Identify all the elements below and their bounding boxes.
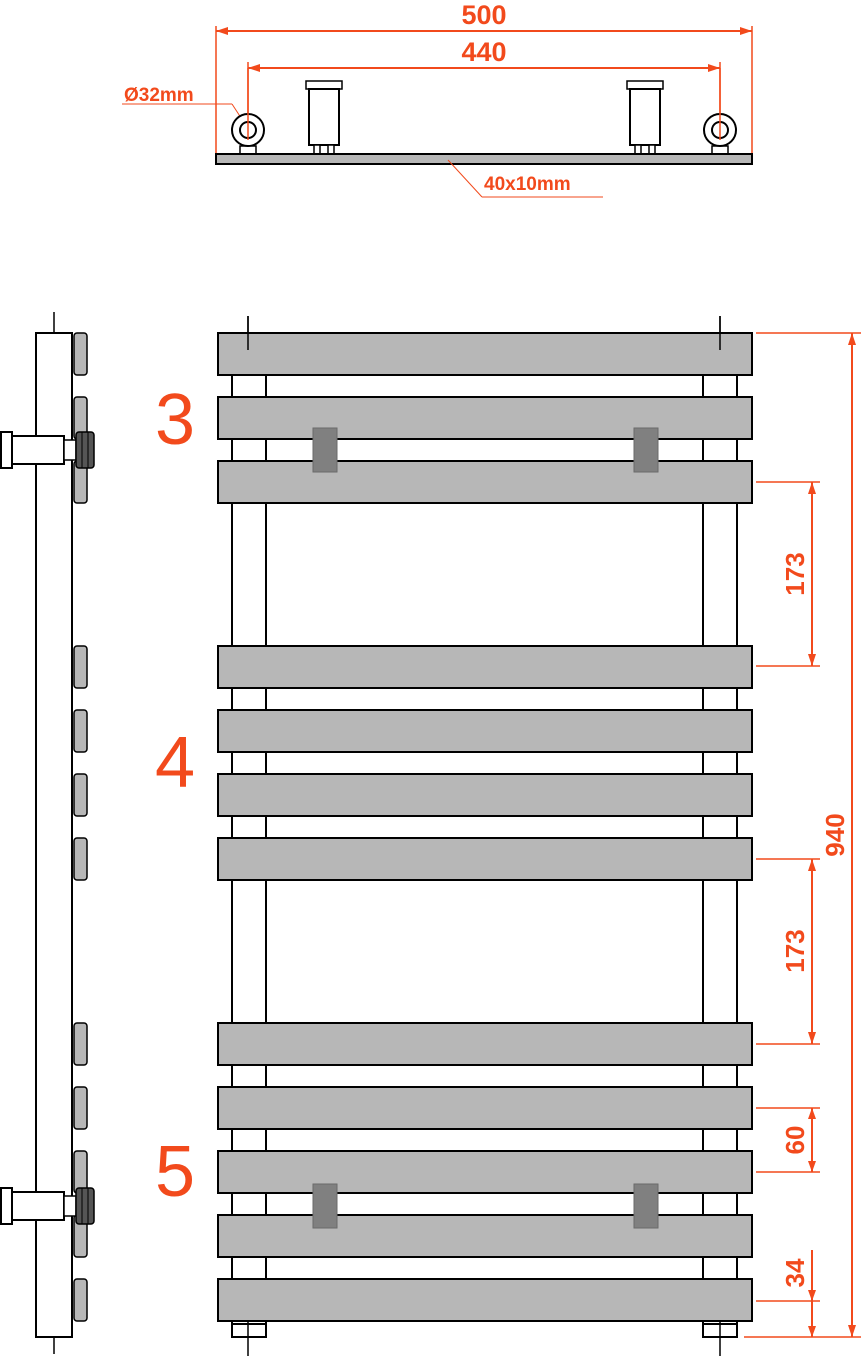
gap-lower-label: 173 bbox=[780, 929, 810, 972]
gap-upper-label: 173 bbox=[780, 552, 810, 595]
flat-bar-6 bbox=[217, 773, 753, 817]
top-view: 500 440 Ø32mm bbox=[122, 0, 753, 198]
height-label: 940 bbox=[820, 813, 850, 856]
left-pipe-section bbox=[231, 68, 265, 156]
side-bar-profile-5 bbox=[73, 709, 88, 753]
pipe-diameter-label: Ø32mm bbox=[124, 85, 194, 106]
side-wall-bracket-lower bbox=[0, 1187, 95, 1225]
right-wall-bracket-top bbox=[626, 80, 664, 156]
flat-bar-9 bbox=[217, 1086, 753, 1130]
flat-bar-7 bbox=[217, 837, 753, 881]
front-view-dimensions bbox=[744, 332, 861, 1338]
pipe-diameter-callout: Ø32mm bbox=[122, 85, 248, 128]
bar-profile-callout: 40x10mm bbox=[447, 159, 603, 198]
side-bar-profile-12 bbox=[73, 1278, 88, 1322]
flat-bar-5 bbox=[217, 709, 753, 753]
bar-pitch-label: 60 bbox=[780, 1126, 810, 1155]
side-bar-profiles bbox=[73, 332, 88, 1322]
dimension-overall-width: 500 bbox=[215, 0, 753, 155]
flat-bar-1 bbox=[217, 332, 753, 376]
side-bar-profile-8 bbox=[73, 1022, 88, 1066]
front-view: 3 4 5 bbox=[155, 316, 753, 1356]
wall-bracket-upper-left bbox=[312, 427, 338, 473]
pipe-centers-label: 440 bbox=[461, 37, 506, 67]
flat-bar-12 bbox=[217, 1278, 753, 1322]
flat-bar-4 bbox=[217, 645, 753, 689]
side-bar-profile-4 bbox=[73, 645, 88, 689]
front-view-dimension-labels: 940 173 173 60 34 bbox=[780, 552, 850, 1287]
overall-width-label: 500 bbox=[461, 0, 506, 30]
group-number-4: 4 bbox=[155, 723, 195, 803]
side-bar-profile-10 bbox=[73, 1150, 88, 1194]
side-bar-profile-1 bbox=[73, 332, 88, 376]
flat-bar-11 bbox=[217, 1214, 753, 1258]
side-bar-profile-7 bbox=[73, 837, 88, 881]
wall-bracket-upper-right bbox=[633, 427, 659, 473]
side-pipe bbox=[35, 332, 73, 1338]
flat-bar-8 bbox=[217, 1022, 753, 1066]
wall-bracket-lower-left bbox=[312, 1183, 338, 1229]
right-pipe-section bbox=[703, 68, 737, 156]
flat-bar-2 bbox=[217, 396, 753, 440]
group-number-3: 3 bbox=[155, 380, 195, 460]
wall-bracket-lower-right bbox=[633, 1183, 659, 1229]
bottom-offset-label: 34 bbox=[780, 1258, 810, 1287]
group-number-5: 5 bbox=[155, 1132, 195, 1212]
side-view bbox=[0, 312, 95, 1354]
flat-heating-bars bbox=[217, 316, 753, 1322]
side-bar-profile-6 bbox=[73, 773, 88, 817]
side-wall-bracket-upper bbox=[0, 431, 95, 469]
left-wall-bracket-top bbox=[305, 80, 343, 156]
flat-bar-10 bbox=[217, 1150, 753, 1194]
flat-bar-top-view bbox=[215, 153, 753, 165]
bar-profile-label: 40x10mm bbox=[484, 174, 571, 195]
flat-bar-3 bbox=[217, 460, 753, 504]
side-bar-profile-9 bbox=[73, 1086, 88, 1130]
